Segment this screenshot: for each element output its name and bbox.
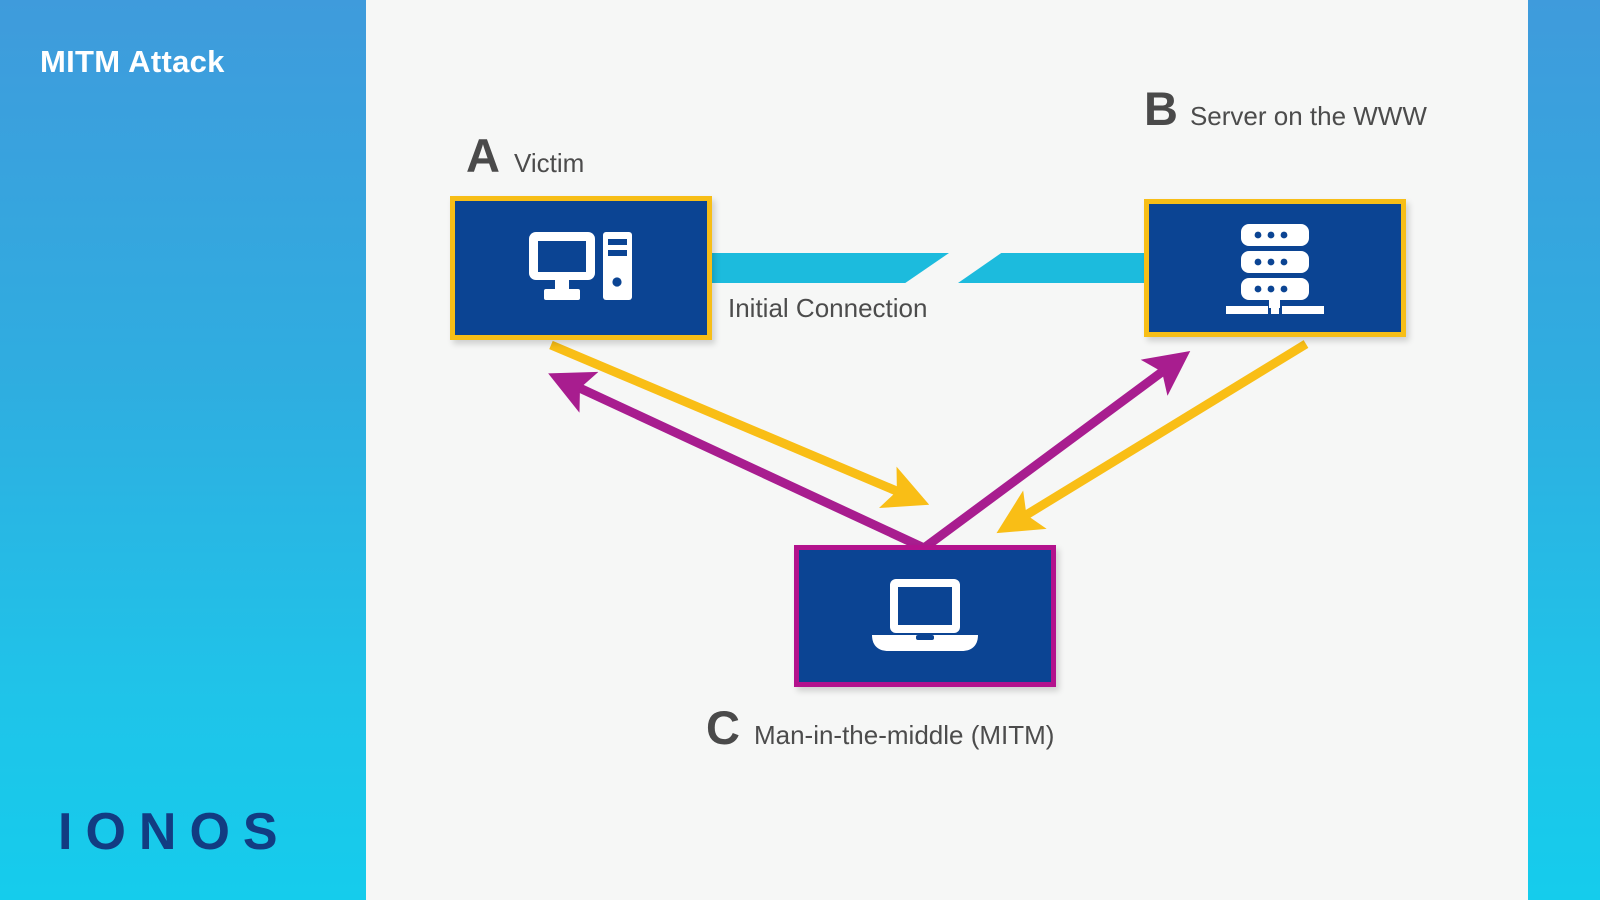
- arrow-b-to-mitm: [996, 340, 1309, 534]
- node-c-label: Man-in-the-middle (MITM): [753, 720, 1055, 750]
- node-mitm[interactable]: [794, 545, 1056, 687]
- brand-sidebar: MITM Attack IONOS: [0, 0, 366, 900]
- desktop-computer-icon: [527, 228, 635, 308]
- node-b-caption: B Server on the WWW: [1144, 84, 1464, 146]
- arrow-mitm-to-a: [548, 371, 926, 553]
- connection-segment-right: [958, 253, 1146, 283]
- ionos-logo: IONOS: [58, 803, 291, 861]
- laptop-icon: [866, 577, 984, 655]
- right-accent-strip: [1528, 0, 1600, 900]
- node-victim[interactable]: [450, 196, 712, 340]
- node-server[interactable]: [1144, 199, 1406, 337]
- node-b-label: Server on the WWW: [1189, 101, 1427, 131]
- node-b-letter: B: [1144, 82, 1178, 135]
- connection-segment-left: [706, 253, 949, 283]
- page-title: MITM Attack: [40, 44, 225, 79]
- arrow-mitm-to-b: [921, 351, 1191, 552]
- node-c-caption: C Man-in-the-middle (MITM): [706, 700, 1054, 755]
- diagram-stage: Initial Connection A Victim B Server on th…: [366, 0, 1528, 900]
- initial-connection-label: Initial Connection: [728, 293, 928, 323]
- arrow-layer: [548, 340, 1309, 553]
- server-rack-icon: [1225, 222, 1325, 314]
- node-a-letter: A: [466, 129, 500, 182]
- node-a-label: Victim: [513, 148, 585, 178]
- initial-connection-bar: [706, 253, 1146, 283]
- node-a-caption: A Victim: [466, 128, 584, 183]
- node-c-letter: C: [706, 701, 740, 754]
- arrow-a-to-mitm: [549, 340, 930, 509]
